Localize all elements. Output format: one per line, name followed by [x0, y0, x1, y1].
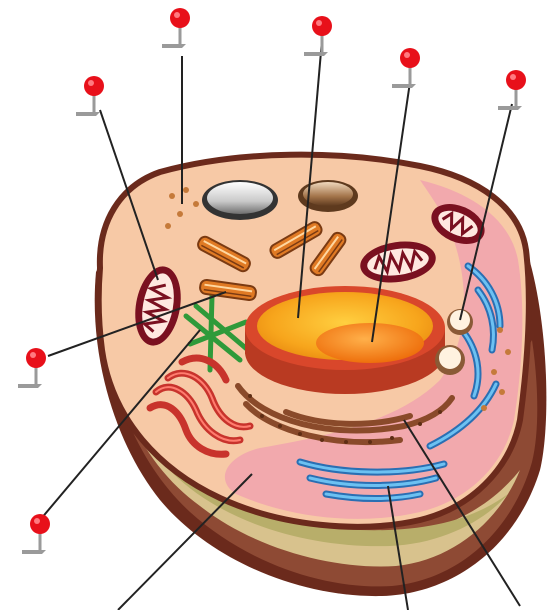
pin-marker[interactable] [76, 76, 104, 116]
nucleolus [316, 323, 424, 363]
pin-marker[interactable] [392, 48, 420, 88]
pin-marker[interactable] [22, 514, 50, 554]
pin-marker[interactable] [304, 16, 332, 56]
pin-marker[interactable] [18, 348, 46, 388]
vacuole [202, 180, 278, 220]
pin-marker[interactable] [162, 8, 190, 48]
